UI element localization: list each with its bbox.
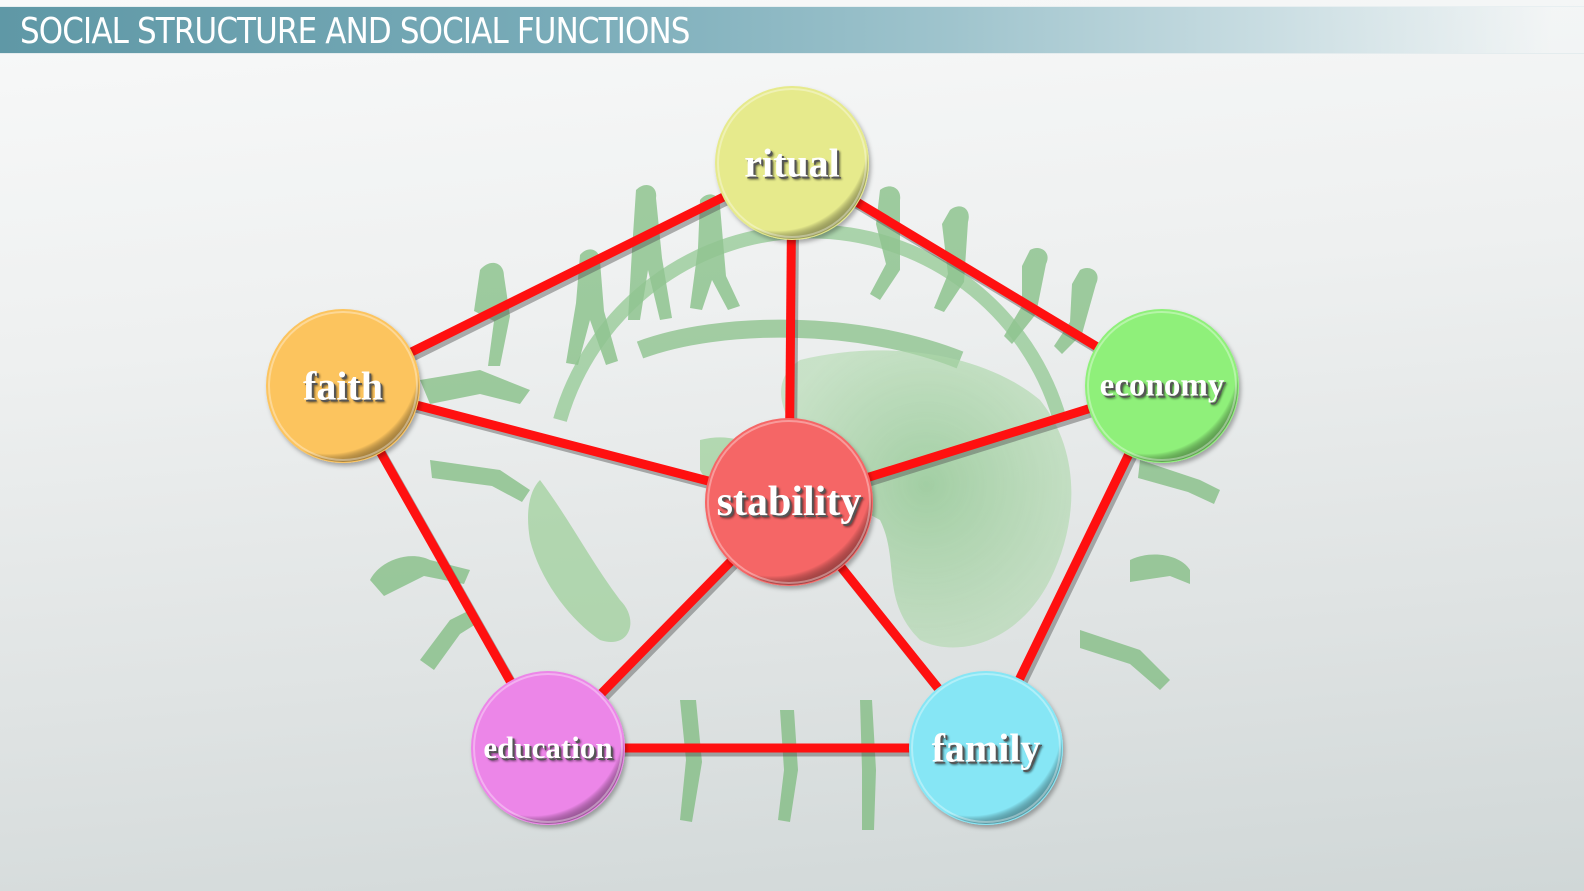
node-label-ritual: ritual bbox=[744, 140, 840, 186]
node-stability bbox=[705, 418, 873, 586]
node-family bbox=[909, 671, 1063, 825]
node-faith bbox=[266, 309, 420, 463]
node-label-stability: stability bbox=[716, 479, 862, 525]
page-title: SOCIAL STRUCTURE AND SOCIAL FUNCTIONS bbox=[20, 11, 690, 52]
edge-shadow bbox=[343, 162, 798, 395]
node-economy bbox=[1085, 309, 1239, 463]
title-bar: SOCIAL STRUCTURE AND SOCIAL FUNCTIONS bbox=[0, 6, 1584, 54]
node-label-economy: economy bbox=[1099, 367, 1225, 404]
node-education bbox=[471, 671, 625, 825]
nodes bbox=[266, 86, 1239, 825]
edge-faith-ritual bbox=[340, 158, 795, 391]
node-label-education: education bbox=[483, 730, 613, 765]
node-label-faith: faith bbox=[303, 363, 383, 409]
node-label-family: family bbox=[931, 725, 1041, 771]
node-ritual bbox=[715, 86, 869, 240]
